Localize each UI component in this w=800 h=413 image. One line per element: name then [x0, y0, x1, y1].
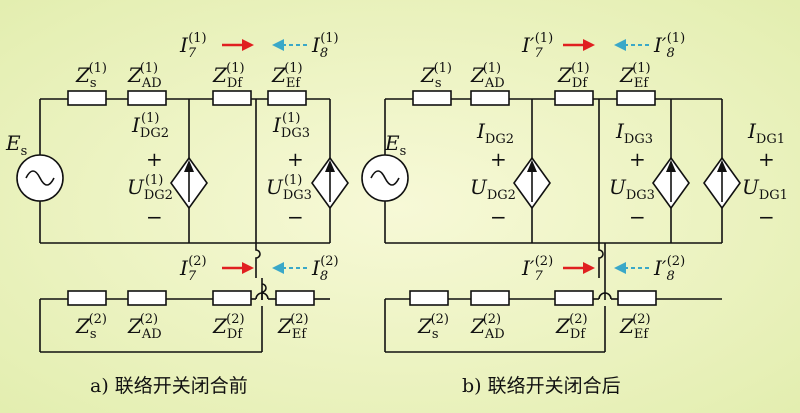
- impedance-label: ZEf(1): [619, 61, 651, 91]
- impedance-label: Zs(2): [417, 312, 449, 342]
- wire: [261, 283, 267, 300]
- impedance-label: Zs(2): [75, 312, 107, 342]
- up-arrow-icon: [527, 160, 537, 172]
- current-label: I7(1): [179, 31, 207, 61]
- impedance-box-icon: [212, 290, 252, 306]
- up-arrow-icon: [325, 160, 335, 172]
- dg-voltage-label: UDG3: [609, 175, 655, 203]
- dg-current-label: IDG2(1): [131, 111, 169, 141]
- dg-current-label: IDG3: [615, 119, 653, 147]
- impedance-box-icon: [267, 90, 307, 106]
- impedance-box-icon: [127, 290, 167, 306]
- plus-sign: +: [758, 147, 775, 171]
- impedance-label: ZAD(1): [127, 61, 162, 91]
- impedance-box-icon: [67, 290, 107, 306]
- dg-voltage-label: UDG3(1): [266, 173, 312, 203]
- caption-right: b) 联络开关闭合后: [462, 375, 621, 397]
- impedance-label: ZEf(2): [619, 312, 651, 342]
- wire-crossing-hop-icon: [598, 243, 604, 278]
- impedance-box-icon: [470, 90, 510, 106]
- minus-sign: −: [629, 205, 646, 229]
- wire-crossing-hop-icon: [255, 292, 269, 300]
- impedance-label: ZAD(1): [470, 61, 505, 91]
- impedance-label: ZAD(2): [470, 312, 505, 342]
- arrowhead: [242, 39, 254, 51]
- current-label: I8(2): [311, 254, 339, 284]
- impedance-box-icon: [409, 290, 449, 306]
- impedance-box-icon: [617, 290, 657, 306]
- flow-arrows-right: [563, 39, 650, 274]
- plus-sign: +: [146, 147, 163, 171]
- right-circuit: [361, 90, 741, 353]
- caption-left: a) 联络开关闭合前: [90, 375, 248, 397]
- impedance-label: ZDf(2): [212, 312, 245, 342]
- impedance-box-icon: [470, 290, 510, 306]
- wire-crossing-hop-icon: [255, 243, 261, 278]
- minus-sign: −: [490, 205, 507, 229]
- arrowhead: [242, 262, 254, 274]
- current-label: I8(1): [311, 31, 339, 61]
- dg-voltage-label: UDG2(1): [127, 173, 173, 203]
- impedance-label: ZAD(2): [127, 312, 162, 342]
- up-arrow-icon: [666, 160, 676, 172]
- plus-sign: +: [629, 147, 646, 171]
- up-arrow-icon: [717, 160, 727, 172]
- arrowhead: [583, 262, 595, 274]
- arrowhead: [614, 262, 626, 274]
- arrowhead: [614, 39, 626, 51]
- impedance-box-icon: [554, 290, 594, 306]
- minus-sign: −: [758, 205, 775, 229]
- impedance-label: ZDf(2): [555, 312, 588, 342]
- plus-sign: +: [490, 147, 507, 171]
- dg-voltage-label: UDG2: [470, 175, 516, 203]
- dg-arrows-left: [184, 160, 335, 202]
- dg-current-label: IDG2: [476, 119, 514, 147]
- impedance-box-icon: [212, 90, 252, 106]
- impedance-box-icon: [412, 90, 452, 106]
- current-label: I′7(1): [521, 31, 553, 61]
- current-label: I′7(2): [521, 254, 553, 284]
- impedance-label: ZEf(1): [271, 61, 303, 91]
- impedance-label: ZEf(2): [277, 312, 309, 342]
- flow-arrows-left: [222, 39, 308, 274]
- arrowhead: [583, 39, 595, 51]
- source-label: Es: [5, 131, 27, 159]
- impedance-box-icon: [127, 90, 167, 106]
- impedance-label: ZDf(1): [212, 61, 245, 91]
- up-arrow-icon: [184, 160, 194, 172]
- current-label: I7(2): [179, 254, 207, 284]
- dg-current-label: IDG1: [747, 119, 785, 147]
- left-circuit: [16, 90, 349, 353]
- minus-sign: −: [287, 205, 304, 229]
- impedance-label: Zs(1): [75, 61, 107, 91]
- impedance-box-icon: [67, 90, 107, 106]
- current-label: I′8(2): [653, 254, 685, 284]
- impedance-label: ZDf(1): [557, 61, 590, 91]
- dg-voltage-label: UDG1: [742, 175, 788, 203]
- source-label: Es: [384, 131, 406, 159]
- arrowhead: [272, 39, 284, 51]
- dg-current-label: IDG3(1): [272, 111, 310, 141]
- impedance-box-icon: [616, 90, 656, 106]
- impedance-box-icon: [554, 90, 594, 106]
- dg-arrows-right: [527, 160, 727, 202]
- current-label: I′8(1): [653, 31, 685, 61]
- sine-wave-icon: [25, 170, 55, 186]
- impedance-box-icon: [275, 290, 315, 306]
- wire-crossing-hop-icon: [598, 292, 612, 300]
- sine-wave-icon: [370, 170, 400, 186]
- impedance-label: Zs(1): [420, 61, 452, 91]
- minus-sign: −: [146, 205, 163, 229]
- arrowhead: [272, 262, 284, 274]
- plus-sign: +: [287, 147, 304, 171]
